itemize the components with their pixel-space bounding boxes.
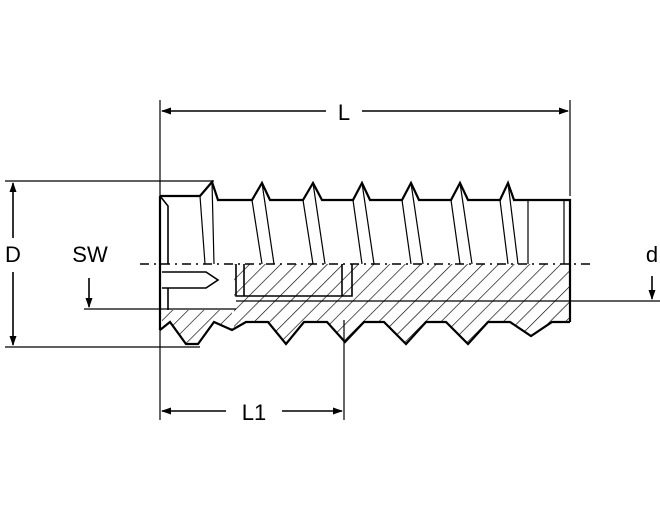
section-hatch [234, 264, 570, 344]
head-chamfer [159, 195, 169, 264]
dimension-L1: L1 [161, 400, 343, 425]
label-L: L [338, 100, 350, 125]
inner-bore [235, 264, 353, 297]
upper-thread-flanks [199, 181, 565, 265]
dimension-D: D [5, 182, 21, 346]
dimension-d: d [646, 242, 658, 300]
label-L1: L1 [242, 400, 266, 425]
label-d: d [646, 242, 658, 267]
label-SW: SW [72, 242, 108, 267]
dimension-L: L [161, 100, 569, 125]
socket-slot [162, 271, 220, 289]
dimension-SW: SW [72, 242, 108, 308]
label-D: D [5, 242, 21, 267]
head-hatch [162, 310, 232, 344]
upper-thread-profile [158, 179, 572, 330]
lower-thread-profile [159, 320, 570, 346]
threaded-insert [140, 179, 590, 346]
